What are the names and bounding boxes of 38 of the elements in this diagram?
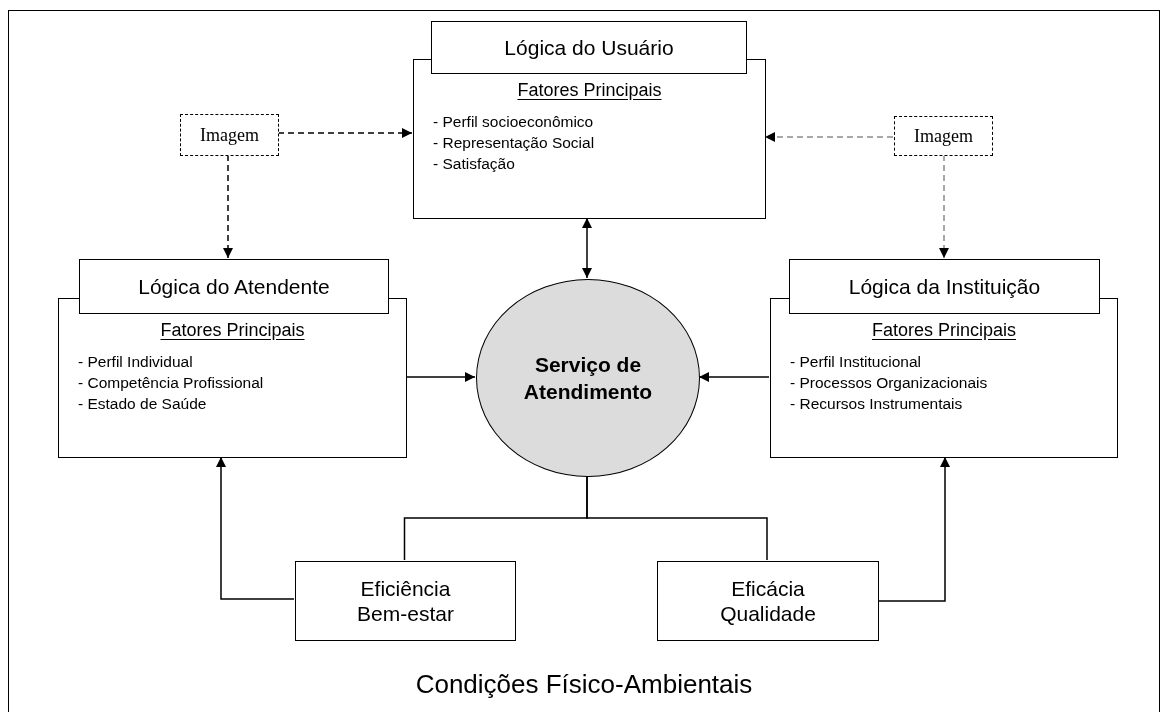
list-item: - Perfil Individual bbox=[78, 352, 193, 372]
list-item: - Processos Organizacionais bbox=[790, 373, 988, 393]
panel-title: Lógica do Usuário bbox=[431, 21, 747, 74]
image-box: Imagem bbox=[894, 116, 993, 156]
arrow bbox=[277, 128, 413, 138]
arrow bbox=[764, 132, 894, 142]
list-item: - Competência Profissional bbox=[78, 373, 264, 393]
arrow bbox=[405, 372, 476, 382]
outcome-label: Bem-estar bbox=[357, 601, 454, 626]
section-heading: Fatores Principais bbox=[871, 320, 1017, 341]
panel-title: Lógica do Atendente bbox=[79, 259, 389, 314]
list-item: - Satisfação bbox=[433, 154, 515, 174]
circle-label: Serviço de Atendimento bbox=[523, 352, 653, 405]
arrow bbox=[939, 154, 949, 259]
arrow bbox=[582, 217, 592, 279]
outcome-box bbox=[657, 561, 879, 641]
frame-caption: Condições Físico-Ambientais bbox=[415, 669, 753, 700]
list-item: - Perfil Institucional bbox=[790, 352, 921, 372]
arrow bbox=[698, 372, 770, 382]
outcome-label: Eficácia bbox=[731, 576, 805, 601]
arrow bbox=[223, 154, 233, 259]
section-heading: Fatores Principais bbox=[517, 80, 662, 101]
list-item: - Perfil socioeconômico bbox=[433, 112, 594, 132]
arrow bbox=[216, 456, 295, 600]
list-item: - Recursos Instrumentais bbox=[790, 394, 963, 414]
panel-title: Lógica da Instituição bbox=[789, 259, 1100, 314]
diagram-frame bbox=[8, 10, 1160, 712]
arrow bbox=[877, 456, 950, 602]
logic-panel bbox=[413, 21, 766, 219]
image-box: Imagem bbox=[180, 114, 279, 156]
section-heading: Fatores Principais bbox=[160, 320, 305, 341]
list-item: - Estado de Saúde bbox=[78, 394, 207, 414]
logic-panel bbox=[770, 259, 1118, 458]
outcome-label: Qualidade bbox=[720, 601, 816, 626]
list-item: - Representação Social bbox=[433, 133, 595, 153]
outcome-label: Eficiência bbox=[360, 576, 451, 601]
outcome-box bbox=[295, 561, 516, 641]
logic-panel bbox=[58, 259, 407, 458]
